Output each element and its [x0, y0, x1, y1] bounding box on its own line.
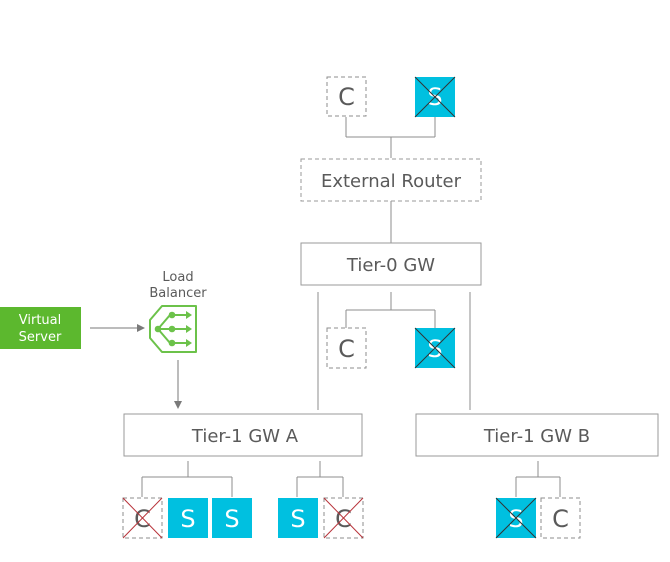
- bottom-connectors: [141, 461, 561, 497]
- virtual-server-box: Virtual Server: [0, 307, 81, 349]
- svg-text:Virtual: Virtual: [19, 313, 61, 328]
- svg-text:C: C: [335, 505, 352, 533]
- tier1-gw-a-box: Tier-1 GW A: [123, 413, 363, 457]
- load-balancer-icon: [149, 305, 197, 353]
- svg-text:C: C: [338, 335, 355, 363]
- load-balancer-label: Load Balancer: [149, 270, 207, 301]
- svg-text:Tier-1 GW A: Tier-1 GW A: [191, 426, 299, 447]
- tier1-gw-b-box: Tier-1 GW B: [415, 413, 659, 457]
- svg-text:S: S: [427, 335, 442, 363]
- tier0-connectors: [317, 292, 471, 410]
- svg-text:S: S: [180, 505, 195, 533]
- svg-text:Server: Server: [19, 330, 62, 345]
- a-service-node-1: S: [168, 498, 208, 538]
- svg-text:S: S: [224, 505, 239, 533]
- svg-text:C: C: [552, 505, 569, 533]
- a2-service-node: S: [278, 498, 318, 538]
- mid-cloud-node: C: [326, 327, 367, 369]
- svg-text:S: S: [290, 505, 305, 533]
- svg-text:C: C: [338, 83, 355, 111]
- mid-service-node-disabled: S: [414, 327, 456, 369]
- b-service-node-disabled: S: [495, 497, 537, 539]
- svg-text:Tier-1 GW B: Tier-1 GW B: [483, 426, 590, 447]
- svg-text:Balancer: Balancer: [149, 286, 207, 301]
- b-cloud-node: C: [540, 497, 581, 539]
- svg-text:C: C: [134, 505, 151, 533]
- top-service-node-disabled: S: [414, 76, 456, 118]
- svg-text:Load: Load: [162, 270, 193, 285]
- svg-text:Tier-0 GW: Tier-0 GW: [346, 255, 435, 276]
- tier0-gw-box: Tier-0 GW: [300, 242, 482, 286]
- a-cloud-node-disabled: C: [122, 497, 163, 539]
- svg-text:S: S: [508, 505, 523, 533]
- top-cloud-node: C: [326, 76, 367, 117]
- a2-cloud-node-disabled: C: [323, 497, 364, 539]
- external-router-box: External Router: [300, 158, 482, 202]
- a-service-node-2: S: [212, 498, 252, 538]
- top-connector: [345, 117, 436, 243]
- svg-text:External Router: External Router: [321, 171, 462, 192]
